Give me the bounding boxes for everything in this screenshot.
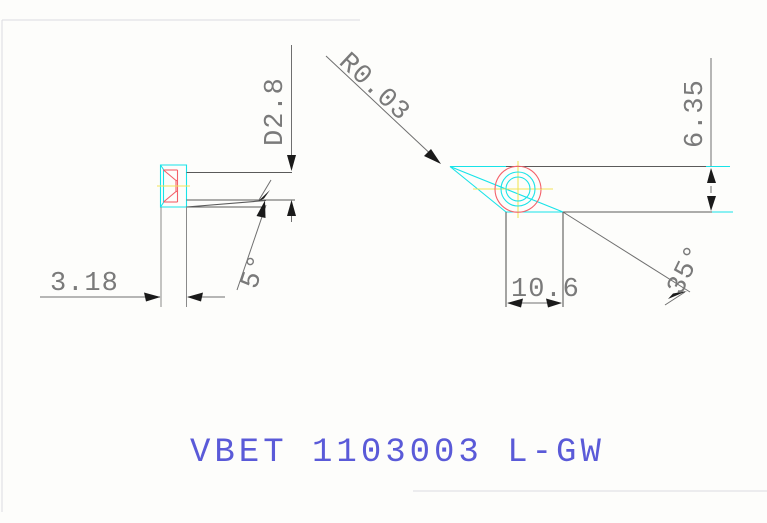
dimension-10-6-label: 10.6 xyxy=(511,275,580,305)
dimension-r0-03-label: R0.03 xyxy=(332,48,415,129)
dimension-5-degree-label: 5° xyxy=(236,251,275,293)
top-view-bore-inner-circle xyxy=(505,176,531,202)
side-view-group xyxy=(157,164,295,307)
dimension-d2-8: D2.8 xyxy=(261,45,296,222)
dimension-35-degree-label: 35° xyxy=(662,240,712,300)
dimension-3-18-label: 3.18 xyxy=(50,269,119,299)
top-view-group xyxy=(449,161,733,307)
dimension-3-18: 3.18 xyxy=(40,269,225,302)
top-view-bore-outer-circle xyxy=(500,171,536,207)
dimension-6-35-label: 6.35 xyxy=(681,79,711,148)
dimension-6-35: 6.35 xyxy=(681,58,716,211)
dimension-r0-03: R0.03 xyxy=(325,48,441,164)
dimension-5-degree: 5° xyxy=(236,179,275,293)
top-view-body-lines xyxy=(505,165,712,307)
page-frame xyxy=(1,19,767,512)
drawing-title: VBET 1103003 L-GW xyxy=(190,434,605,472)
top-view-centerlines xyxy=(473,161,553,218)
top-view-countersink-arc xyxy=(494,165,542,213)
side-view-extension-lines xyxy=(160,207,187,307)
dimension-10-6: 10.6 xyxy=(507,275,580,308)
side-view-profile-lines xyxy=(186,171,295,208)
dimension-d2-8-label: D2.8 xyxy=(261,77,291,146)
dimension-35-degree: 35° xyxy=(562,211,712,306)
